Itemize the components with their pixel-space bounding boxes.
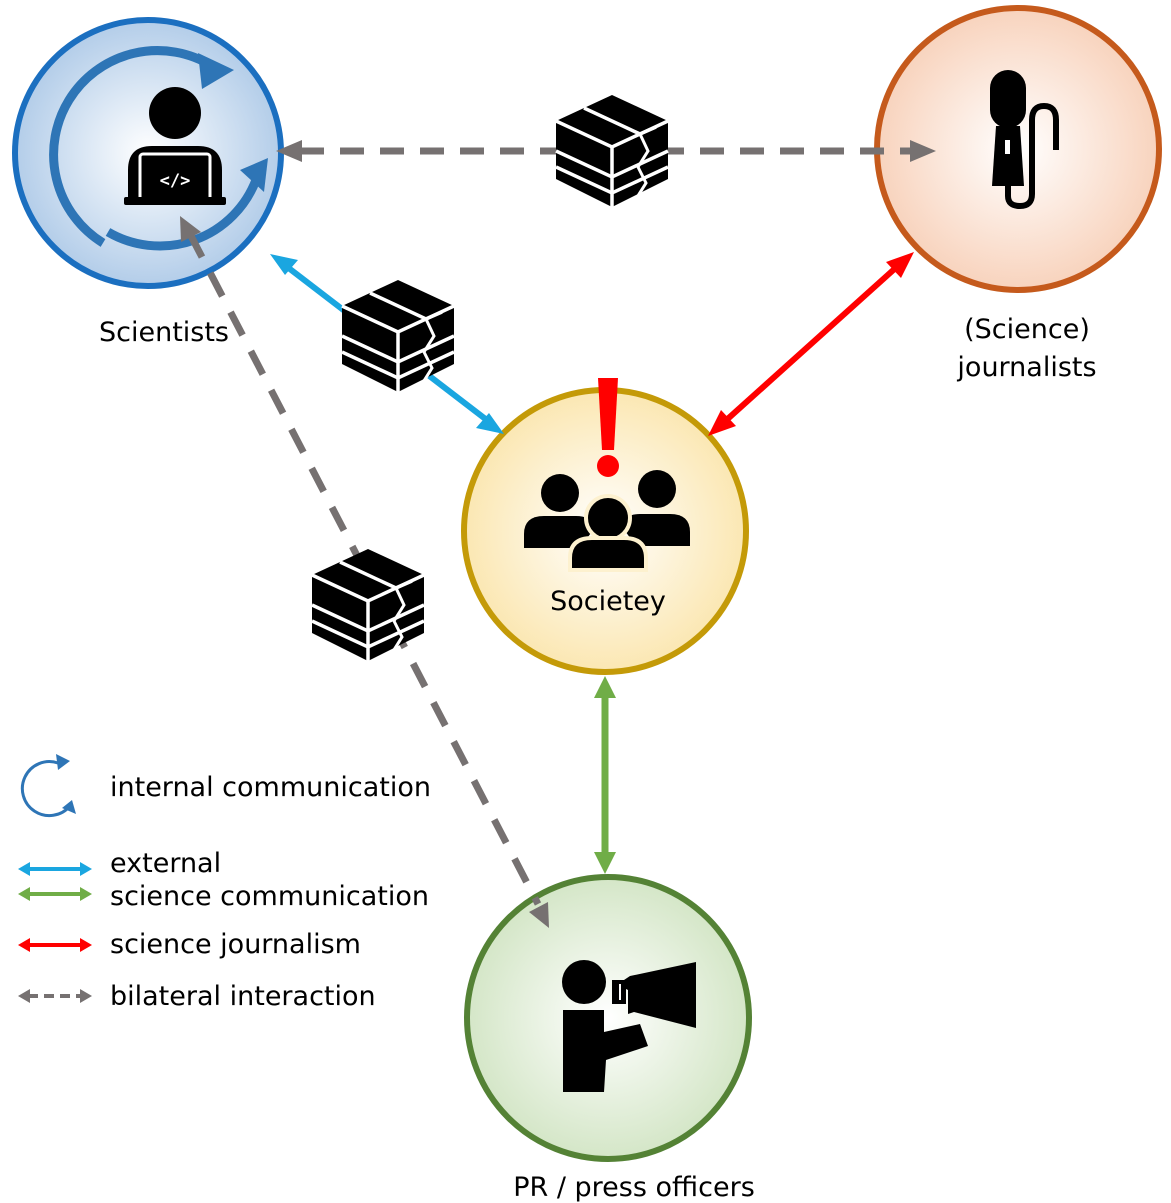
pr-label: PR / press officers (513, 1172, 755, 1203)
legend-journalism-label: science journalism (110, 929, 361, 960)
legend-bilateral-label: bilateral interaction (110, 981, 376, 1012)
pr-circle (464, 874, 752, 1162)
science-communication-arrow (594, 676, 616, 874)
legend-bilateral-icon (18, 989, 92, 1003)
legend-external-label: external (110, 848, 221, 879)
legend-scicomm-icon (18, 887, 92, 901)
black-box-icon (340, 278, 456, 394)
legend-external-icon (18, 862, 92, 876)
exclamation-icon (597, 378, 619, 477)
legend-internal-label: internal communication (110, 772, 431, 803)
microphone-icon (990, 70, 1059, 210)
bilateral-arrow-scientists-journalists (276, 140, 936, 162)
legend: internal communication external science … (18, 754, 431, 1012)
science-journalism-arrow (708, 252, 914, 436)
black-box-icon (554, 93, 670, 209)
black-box-icon (310, 547, 426, 663)
society-label: Societey (550, 586, 666, 617)
megaphone-person-icon (562, 960, 696, 1092)
person-laptop-icon: </> (124, 87, 226, 205)
scientists-label: Scientists (99, 317, 229, 348)
legend-scicomm-label: science communication (110, 881, 429, 912)
journalists-label-line1: (Science) (964, 314, 1090, 345)
group-icon (524, 470, 690, 572)
legend-journalism-icon (18, 938, 92, 952)
legend-internal-icon (20, 754, 76, 818)
journalists-label-line2: journalists (956, 352, 1096, 383)
svg-text:</>: </> (160, 171, 191, 191)
